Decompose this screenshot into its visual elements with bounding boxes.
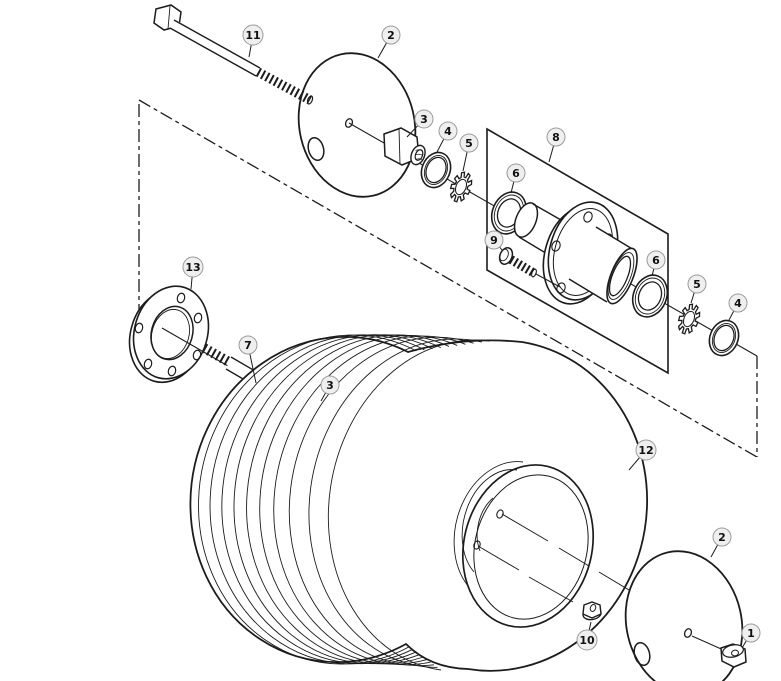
axle-flange bbox=[128, 285, 210, 384]
tread-rib bbox=[273, 335, 466, 666]
callout-number: 2 bbox=[387, 29, 395, 42]
tread-rib bbox=[246, 334, 450, 665]
tire-wheel bbox=[189, 334, 648, 672]
tread-rib bbox=[288, 336, 474, 667]
callout-12[interactable]: 12 bbox=[628, 439, 657, 471]
callout-balloon[interactable] bbox=[320, 375, 340, 395]
callout-balloon[interactable] bbox=[576, 629, 598, 651]
callout-number: 5 bbox=[693, 278, 701, 291]
callout-2-16[interactable]: 2 bbox=[710, 527, 732, 558]
lug-nut bbox=[582, 601, 602, 621]
callout-number: 11 bbox=[245, 29, 260, 42]
callout-number: 3 bbox=[326, 379, 334, 392]
callout-5-9[interactable]: 5 bbox=[687, 274, 707, 304]
callout-5[interactable]: 5 bbox=[459, 133, 479, 172]
callout-balloon[interactable] bbox=[712, 527, 732, 547]
callout-6[interactable]: 6 bbox=[506, 163, 526, 194]
hub-cap-top bbox=[297, 52, 417, 198]
tread-rib bbox=[259, 335, 458, 665]
callout-number: 2 bbox=[718, 531, 726, 544]
callout-balloon[interactable] bbox=[238, 335, 258, 355]
callout-number: 13 bbox=[185, 261, 200, 274]
hub-bolt bbox=[498, 247, 561, 288]
callout-balloon[interactable] bbox=[414, 109, 434, 129]
callout-balloon[interactable] bbox=[506, 163, 526, 183]
callout-number: 8 bbox=[552, 131, 560, 144]
callout-number: 5 bbox=[465, 137, 473, 150]
bearing-cone-top bbox=[449, 171, 473, 203]
callout-balloon[interactable] bbox=[546, 127, 566, 147]
callout-11[interactable]: 11 bbox=[242, 24, 264, 58]
callout-balloon[interactable] bbox=[242, 24, 264, 46]
callout-1[interactable]: 1 bbox=[741, 623, 761, 649]
callout-9[interactable]: 9 bbox=[484, 230, 504, 251]
callout-balloon[interactable] bbox=[438, 121, 458, 141]
wheel-hub bbox=[513, 201, 638, 305]
callout-3-13[interactable]: 3 bbox=[320, 375, 340, 402]
callout-number: 9 bbox=[490, 234, 498, 247]
bolt-11 bbox=[153, 4, 314, 105]
tread-rib bbox=[308, 338, 482, 668]
callout-6-8[interactable]: 6 bbox=[646, 250, 666, 277]
tread-rib bbox=[209, 334, 425, 665]
callout-7[interactable]: 7 bbox=[238, 335, 258, 384]
tread-rib bbox=[327, 339, 491, 671]
callout-4-10[interactable]: 4 bbox=[728, 293, 748, 321]
callout-balloon[interactable] bbox=[687, 274, 707, 294]
section-boundary bbox=[138, 99, 758, 458]
callout-4[interactable]: 4 bbox=[436, 121, 458, 153]
callout-balloon[interactable] bbox=[459, 133, 479, 153]
cap-nut bbox=[720, 643, 747, 668]
hub-kit-box bbox=[486, 127, 669, 375]
callout-balloon[interactable] bbox=[741, 623, 761, 643]
callout-number: 7 bbox=[244, 339, 252, 352]
callout-balloon[interactable] bbox=[646, 250, 666, 270]
callout-number: 1 bbox=[747, 627, 755, 640]
callout-8[interactable]: 8 bbox=[546, 127, 566, 163]
callout-balloon[interactable] bbox=[381, 25, 401, 45]
bearing-cone-right bbox=[677, 303, 701, 335]
callout-number: 4 bbox=[444, 125, 452, 138]
callout-number: 4 bbox=[734, 297, 742, 310]
callout-3[interactable]: 3 bbox=[406, 109, 434, 138]
callout-10[interactable]: 10 bbox=[576, 621, 598, 651]
callout-number: 6 bbox=[512, 167, 520, 180]
callout-balloon[interactable] bbox=[728, 293, 748, 313]
tread-ribs bbox=[198, 334, 491, 671]
callout-balloon[interactable] bbox=[182, 256, 204, 278]
callout-number: 10 bbox=[579, 634, 595, 647]
callout-balloon[interactable] bbox=[635, 439, 657, 461]
seal-washer-right bbox=[703, 315, 745, 361]
callout-13[interactable]: 13 bbox=[182, 256, 204, 290]
callout-2[interactable]: 2 bbox=[377, 25, 401, 59]
callout-number: 3 bbox=[420, 113, 428, 126]
tread-rib bbox=[233, 334, 441, 665]
tread-rib bbox=[221, 334, 433, 665]
tread-rib bbox=[198, 334, 417, 665]
callout-balloon[interactable] bbox=[484, 230, 504, 250]
callout-number: 6 bbox=[652, 254, 660, 267]
callout-number: 12 bbox=[638, 444, 653, 457]
